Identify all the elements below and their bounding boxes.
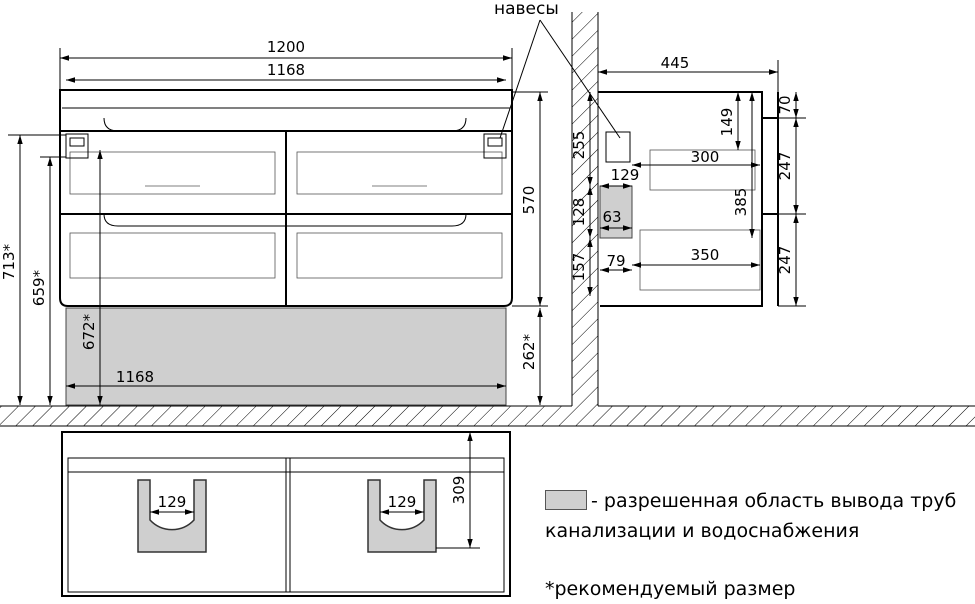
front-dimensions	[8, 48, 548, 405]
dim-79: 79	[606, 252, 625, 270]
dim-672: 672*	[80, 313, 98, 350]
dim-1168-bottom: 1168	[116, 368, 154, 386]
dim-300: 300	[691, 148, 720, 166]
dim-255: 255	[570, 131, 588, 160]
dim-157: 157	[570, 253, 588, 282]
allowed-area-top-left	[137, 479, 207, 553]
dim-570: 570	[520, 186, 538, 215]
dim-63: 63	[602, 208, 621, 226]
dim-445: 445	[661, 54, 690, 72]
dim-350: 350	[691, 246, 720, 264]
dim-1200: 1200	[267, 38, 305, 56]
allowed-area-front	[65, 307, 507, 406]
allowed-area-top-right	[367, 479, 437, 553]
legend-allowed-area-line2: канализации и водоснабжения	[545, 520, 860, 542]
dim-128: 128	[570, 198, 588, 227]
floor-and-wall	[0, 12, 975, 427]
dim-713: 713*	[0, 243, 18, 280]
dim-247-top: 247	[776, 152, 794, 181]
legend-allowed-area: - разрешенная область вывода труб	[545, 490, 956, 512]
legend-swatch	[545, 490, 587, 510]
dim-309: 309	[450, 476, 468, 505]
dim-129-top-right: 129	[388, 493, 417, 511]
dim-129-top-left: 129	[158, 493, 187, 511]
legend-recommended-note: *рекомендуемый размер	[545, 578, 796, 600]
dim-1168-top: 1168	[267, 61, 305, 79]
front-view	[59, 19, 621, 406]
dim-247-bottom: 247	[776, 246, 794, 275]
legend-line1: - разрешенная область вывода труб	[591, 490, 957, 512]
label-hinges: навесы	[494, 0, 559, 19]
dim-659: 659*	[30, 269, 48, 306]
side-view	[587, 60, 806, 307]
dim-385: 385	[732, 188, 750, 217]
dim-149: 149	[718, 108, 736, 137]
dim-129-side: 129	[611, 166, 640, 184]
dim-70: 70	[776, 95, 794, 114]
dim-262: 262*	[520, 333, 538, 370]
top-view	[61, 431, 511, 597]
